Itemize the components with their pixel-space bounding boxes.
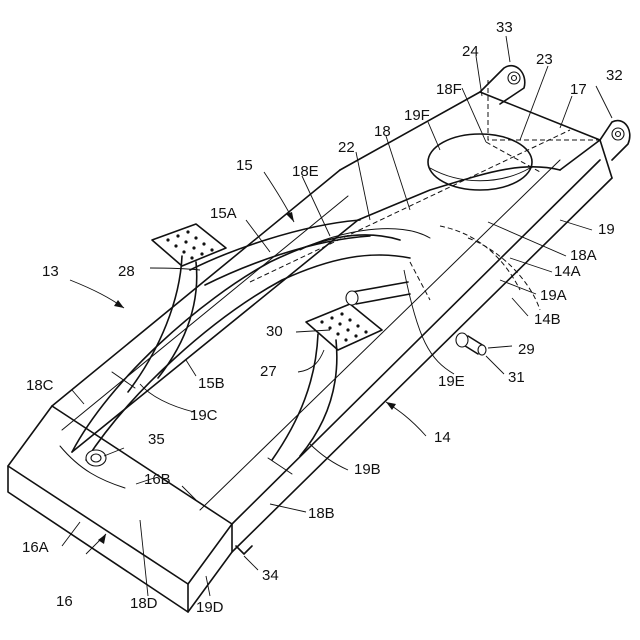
leaders <box>62 36 612 596</box>
label-15B: 15B <box>198 375 225 392</box>
label-34: 34 <box>262 567 279 584</box>
right-leg <box>272 304 382 460</box>
label-18E: 18E <box>292 163 319 180</box>
label-15A: 15A <box>210 205 237 222</box>
label-19A: 19A <box>540 287 567 304</box>
label-28: 28 <box>118 263 135 280</box>
label-32: 32 <box>606 67 623 84</box>
right-side-member <box>200 160 612 552</box>
label-16A: 16A <box>22 539 49 556</box>
inner-arch <box>72 220 430 460</box>
label-35: 35 <box>148 431 165 448</box>
label-19C: 19C <box>190 407 218 424</box>
labels: 33 32 24 23 17 18F 19F 18 22 15 18E 15A … <box>22 19 623 616</box>
label-19: 19 <box>598 221 615 238</box>
cross-pin <box>346 282 410 305</box>
label-18C: 18C <box>26 377 54 394</box>
label-14A: 14A <box>554 263 581 280</box>
label-16: 16 <box>56 593 73 610</box>
label-18: 18 <box>374 123 391 140</box>
label-18B: 18B <box>308 505 335 522</box>
label-14B: 14B <box>534 311 561 328</box>
label-24: 24 <box>462 43 479 60</box>
front-cross-member <box>8 406 232 612</box>
label-15: 15 <box>236 157 253 174</box>
label-29: 29 <box>518 341 535 358</box>
label-18A: 18A <box>570 247 597 264</box>
label-22: 22 <box>338 139 355 156</box>
label-30: 30 <box>266 323 283 340</box>
label-18D: 18D <box>130 595 158 612</box>
label-19B: 19B <box>354 461 381 478</box>
label-19F: 19F <box>404 107 430 124</box>
label-17: 17 <box>570 81 587 98</box>
label-16B: 16B <box>144 471 171 488</box>
front-pin <box>86 450 252 554</box>
rear-plate <box>340 92 612 220</box>
label-19D: 19D <box>196 599 224 616</box>
label-19E: 19E <box>438 373 465 390</box>
label-14: 14 <box>434 429 451 446</box>
label-18F: 18F <box>436 81 462 98</box>
label-13: 13 <box>42 263 59 280</box>
label-27: 27 <box>260 363 277 380</box>
label-31: 31 <box>508 369 525 386</box>
label-33: 33 <box>496 19 513 36</box>
side-pin <box>456 333 486 355</box>
label-23: 23 <box>536 51 553 68</box>
